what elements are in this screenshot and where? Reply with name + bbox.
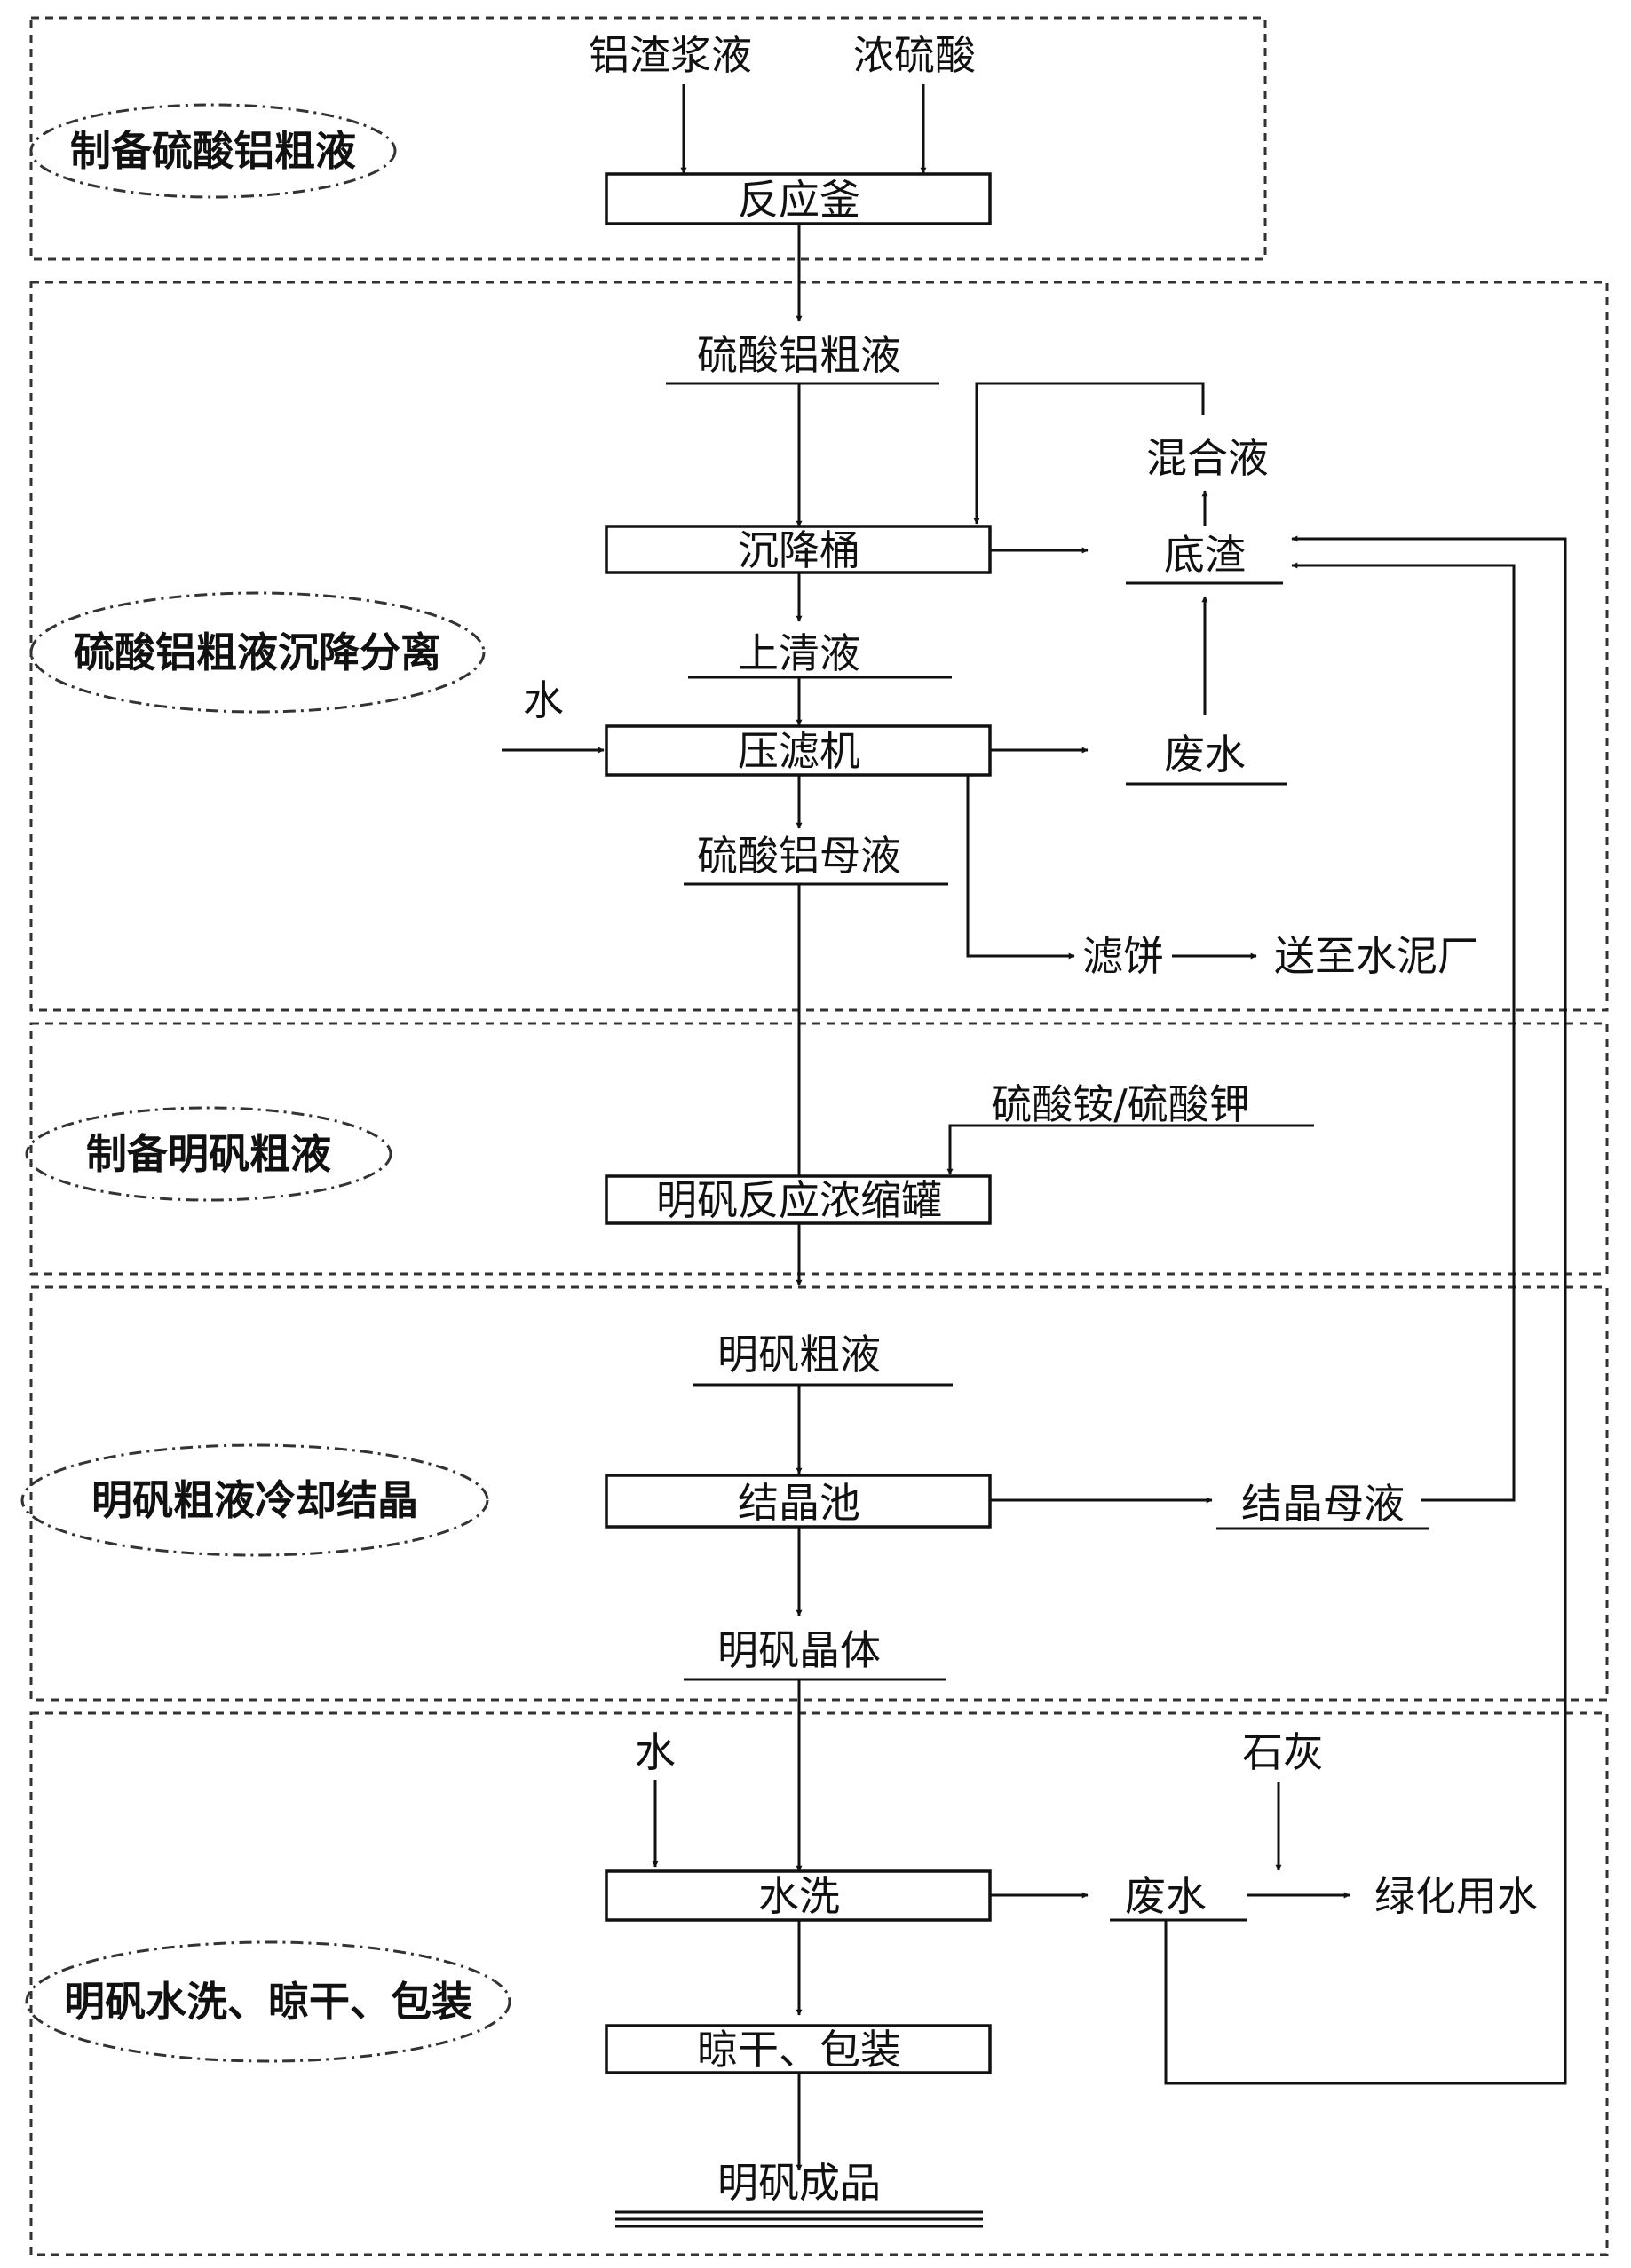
stage-frames bbox=[29, 16, 1609, 2256]
filter-cake-label: 滤饼 bbox=[1082, 932, 1164, 980]
lime-label: 石灰 bbox=[1242, 1728, 1324, 1776]
stage-ellipse-5 bbox=[25, 1940, 511, 2063]
waste-water1-label: 废水 bbox=[1164, 731, 1246, 778]
alum-crude-label: 明矾粗液 bbox=[717, 1331, 881, 1379]
stage-label-2: 硫酸铝粗液沉降分离 bbox=[74, 628, 441, 676]
stage-frame-4 bbox=[29, 1285, 1609, 1702]
reactor-box bbox=[605, 172, 992, 225]
settling-tank-label: 沉降桶 bbox=[738, 526, 860, 574]
stage-ellipse-1 bbox=[29, 103, 397, 199]
stage-frame-5 bbox=[29, 1711, 1609, 2256]
equipment-boxes: 反应釜 沉降桶 压滤机 明矾反应浓缩罐 结晶池 水洗 晾干、包装 bbox=[605, 172, 992, 2074]
stage-label-3: 制备明矾粗液 bbox=[86, 1130, 331, 1178]
al-slurry-label: 铝渣浆液 bbox=[589, 31, 752, 79]
alum-product-label: 明矾成品 bbox=[717, 2159, 881, 2207]
stage-frame-1 bbox=[29, 16, 1267, 261]
supernatant-label: 上清液 bbox=[738, 629, 860, 677]
alum-tank-box bbox=[605, 1174, 992, 1225]
stage-frame-3 bbox=[29, 1022, 1609, 1276]
bottom-residue-label: 底渣 bbox=[1164, 531, 1246, 579]
alum-crystal-label: 明矾晶体 bbox=[717, 1626, 881, 1674]
water1-label: 水 bbox=[523, 676, 564, 724]
mixed-liquid-label: 混合液 bbox=[1146, 434, 1269, 482]
wash-box bbox=[605, 1869, 992, 1922]
stage-label-4: 明矾粗液冷却结晶 bbox=[91, 1476, 418, 1524]
filter-press-label: 压滤机 bbox=[738, 727, 860, 775]
stage-ellipse-3 bbox=[25, 1106, 392, 1202]
stage-ellipse-4 bbox=[20, 1443, 489, 1557]
flow-connectors bbox=[502, 84, 1567, 2171]
al-sulfate-mother-label: 硫酸铝母液 bbox=[697, 832, 901, 880]
conc-acid-label: 浓硫酸 bbox=[853, 31, 976, 79]
amm-pot-sulfate-label: 硫酸铵/硫酸钾 bbox=[991, 1080, 1250, 1128]
greening-water-label: 绿化用水 bbox=[1374, 1872, 1538, 1920]
stage-label-5: 明矾水洗、晾干、包装 bbox=[64, 1978, 472, 2026]
dry-pack-box bbox=[605, 2024, 992, 2074]
crude-al-sulfate-label: 硫酸铝粗液 bbox=[697, 331, 901, 379]
stage-label-1: 制备硫酸铝粗液 bbox=[70, 127, 356, 175]
waste-water2-label: 废水 bbox=[1125, 1872, 1207, 1920]
dry-pack-label: 晾干、包装 bbox=[697, 2026, 901, 2074]
crystal-pool-label: 结晶池 bbox=[738, 1479, 860, 1527]
stage-labels: 制备硫酸铝粗液 硫酸铝粗液沉降分离 制备明矾粗液 明矾粗液冷却结晶 明矾水洗、晾… bbox=[20, 103, 511, 2063]
filter-press-box bbox=[605, 724, 992, 777]
reactor-label: 反应釜 bbox=[738, 176, 860, 224]
stage-frame-2 bbox=[29, 281, 1609, 1012]
settling-tank-box bbox=[605, 525, 992, 574]
crystal-pool-box bbox=[605, 1474, 992, 1529]
input-labels: 铝渣浆液 浓硫酸 水 硫酸铵/硫酸钾 水 石灰 bbox=[523, 31, 1324, 1776]
stage-ellipse-2 bbox=[29, 591, 486, 714]
label-underlines bbox=[615, 382, 1429, 2228]
to-cement-label: 送至水泥厂 bbox=[1274, 932, 1478, 980]
wash-label: 水洗 bbox=[758, 1872, 840, 1920]
water2-label: 水 bbox=[635, 1728, 676, 1776]
alum-tank-label: 明矾反应浓缩罐 bbox=[656, 1176, 942, 1224]
stream-labels: 硫酸铝粗液 混合液 底渣 上清液 废水 硫酸铝母液 滤饼 送至水泥厂 明矾粗液 … bbox=[697, 331, 1538, 2207]
crystal-mother-label: 结晶母液 bbox=[1241, 1480, 1405, 1528]
